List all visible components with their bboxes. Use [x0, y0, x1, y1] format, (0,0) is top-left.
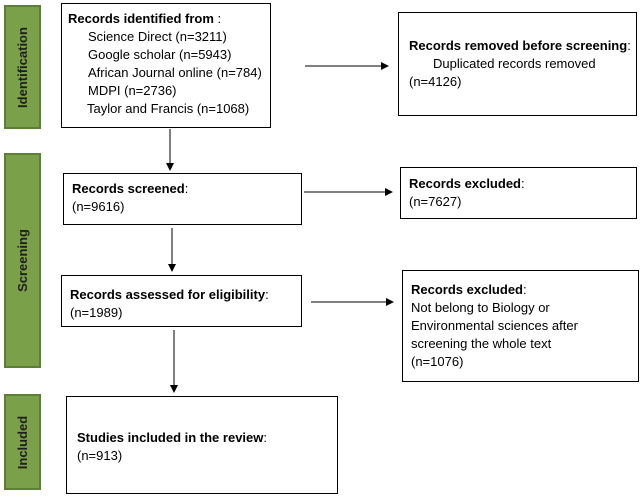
records-excluded-reason-3: screening the whole text [411, 336, 552, 351]
eligibility-count: (n=1989) [70, 305, 123, 320]
records-excluded-count-2: (n=1076) [411, 354, 464, 369]
source-google-scholar: Google scholar (n=5943) [88, 47, 232, 62]
eligibility-title: Records assessed for eligibility: [70, 287, 269, 302]
studies-included-box: Studies included in the review: (n=913) [66, 396, 338, 494]
records-excluded-reason-1: Not belong to Biology or [411, 300, 550, 315]
records-removed-title: Records removed before screening: [409, 38, 631, 53]
studies-included-count: (n=913) [77, 448, 123, 463]
records-screened-title: Records screened: [72, 181, 189, 196]
records-excluded-count-1: (n=7627) [409, 194, 462, 209]
studies-included-title: Studies included in the review: [77, 430, 267, 445]
records-excluded-box-1: Records excluded: (n=7627) [400, 167, 637, 219]
stage-included: Included [4, 394, 41, 490]
source-science-direct: Science Direct (n=3211) [88, 29, 227, 44]
source-taylor-francis: Taylor and Francis (n=1068) [87, 101, 250, 116]
records-excluded-box-2: Records excluded: Not belong to Biology … [402, 270, 639, 382]
eligibility-box: Records assessed for eligibility: (n=198… [61, 275, 302, 327]
source-mdpi: MDPI (n=2736) [88, 83, 177, 98]
records-identified-title: Records identified from : [68, 11, 222, 26]
records-removed-box: Records removed before screening: Duplic… [398, 12, 637, 116]
records-identified-box: Records identified from : Science Direct… [61, 3, 271, 128]
records-excluded-reason-2: Environmental sciences after [411, 318, 578, 333]
records-screened-count: (n=9616) [72, 199, 125, 214]
records-removed-count: (n=4126) [409, 74, 462, 89]
stage-identification: Identification [4, 5, 41, 129]
records-excluded-title-2: Records excluded: [411, 282, 527, 297]
records-excluded-title-1: Records excluded: [409, 176, 525, 191]
records-removed-detail: Duplicated records removed [433, 56, 596, 71]
stage-screening: Screening [4, 153, 41, 368]
source-african-journal: African Journal online (n=784) [88, 65, 262, 80]
records-screened-box: Records screened: (n=9616) [63, 173, 302, 225]
